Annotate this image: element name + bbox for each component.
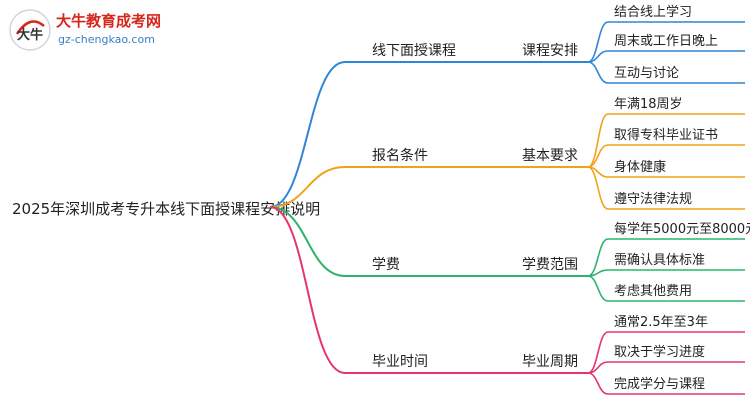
- subtopic-label: 学费范围: [522, 256, 578, 273]
- root-topic: 2025年深圳成考专升本线下面授课程安排说明: [12, 200, 320, 218]
- subtopic-label: 基本要求: [522, 147, 578, 164]
- branch-label: 毕业时间: [372, 354, 428, 370]
- brand-url: gz-chengkao.com: [58, 33, 155, 46]
- branch-connector: [269, 61, 346, 208]
- leaf-label[interactable]: 年满18周岁: [614, 97, 683, 112]
- leaf-label[interactable]: 完成学分与课程: [614, 376, 705, 392]
- brand-logo[interactable]: 大牛 大牛教育成考网 gz-chengkao.com: [8, 8, 178, 58]
- leaf-connector: [587, 331, 609, 374]
- branch-connector: [269, 206, 346, 277]
- branch-label: 线下面授课程: [372, 43, 456, 59]
- leaf-label[interactable]: 遵守法律法规: [614, 191, 692, 207]
- leaf-connector: [587, 275, 609, 302]
- leaf-connector: [587, 238, 609, 277]
- leaf-connector: [587, 166, 609, 210]
- leaf-label[interactable]: 每学年5000元至8000元: [614, 221, 750, 237]
- leaf-label[interactable]: 结合线上学习: [614, 4, 692, 20]
- leaf-label[interactable]: 通常2.5年至3年: [614, 315, 708, 330]
- leaf-connector: [587, 269, 609, 277]
- branch-label: 报名条件: [372, 147, 428, 164]
- leaf-label[interactable]: 周末或工作日晚上: [614, 34, 718, 49]
- leaf-connector: [587, 372, 609, 395]
- logo-mark-text: 大牛: [17, 27, 43, 43]
- leaf-label[interactable]: 互动与讨论: [614, 66, 679, 81]
- leaf-label[interactable]: 需确认具体标准: [614, 253, 705, 268]
- branch-label: 学费: [372, 257, 400, 273]
- subtopic-label: 毕业周期: [522, 354, 578, 370]
- leaf-connector: [587, 113, 609, 168]
- brand-name: 大牛教育成考网: [56, 12, 162, 30]
- subtopic-label: 课程安排: [522, 43, 578, 59]
- leaf-connector: [587, 144, 609, 168]
- leaf-label[interactable]: 身体健康: [614, 159, 666, 175]
- leaf-connector: [587, 61, 609, 84]
- leaf-label[interactable]: 取得专科毕业证书: [614, 127, 718, 143]
- leaf-label[interactable]: 考虑其他费用: [614, 284, 692, 299]
- leaf-connector: [587, 21, 609, 63]
- branch-connector: [269, 166, 346, 208]
- branch-connector: [269, 206, 346, 374]
- logo-seal-icon: 大牛: [9, 9, 51, 51]
- leaf-label[interactable]: 取决于学习进度: [614, 344, 705, 360]
